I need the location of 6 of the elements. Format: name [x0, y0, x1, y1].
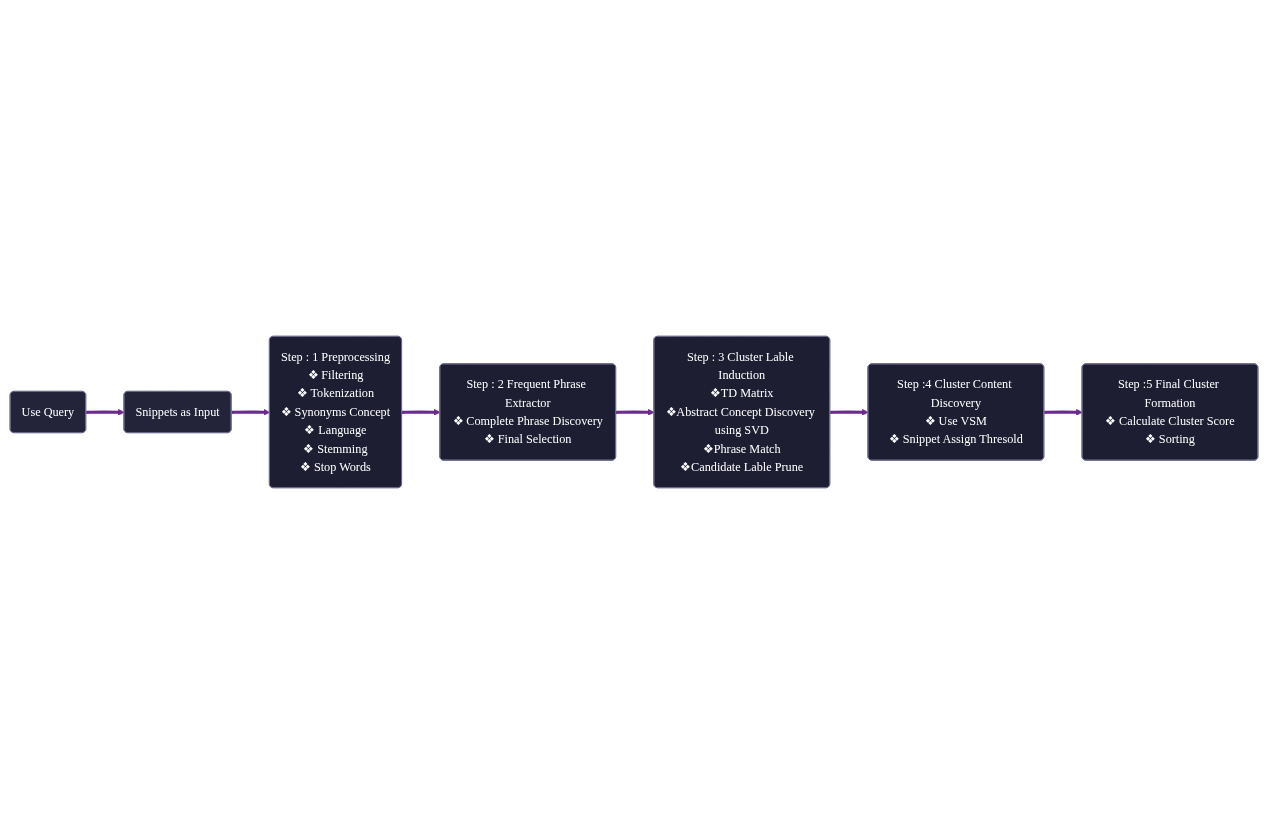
arrow [401, 408, 441, 416]
arrow [1044, 408, 1083, 416]
arrow [830, 408, 869, 416]
arrow [86, 408, 125, 416]
arrow [616, 408, 655, 416]
arrow [231, 408, 271, 416]
